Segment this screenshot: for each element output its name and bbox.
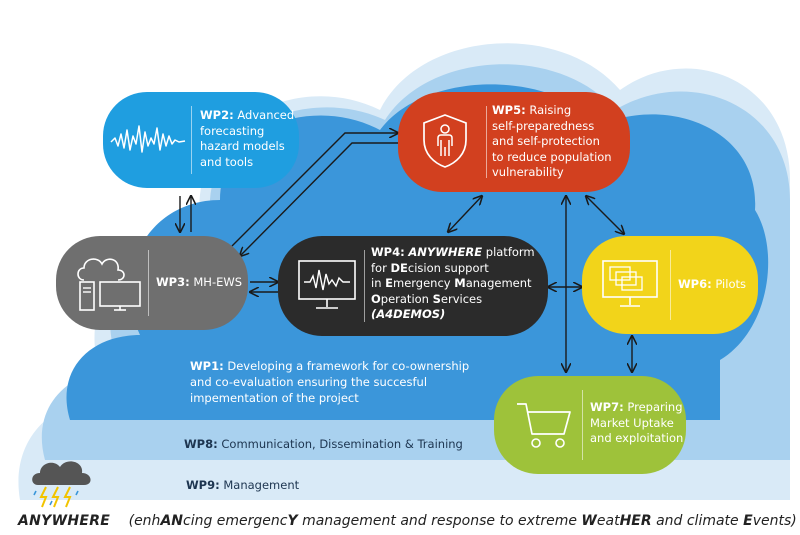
wp2-divider xyxy=(191,106,192,174)
wp4-box: WP4: ANYWHERE platform for DEcision supp… xyxy=(278,236,548,336)
wp2-line-2: forecasting xyxy=(200,123,265,138)
wp2-text: WP2: Advanced forecasting hazard models … xyxy=(200,108,296,170)
wp9-code: WP9: xyxy=(186,478,220,492)
arrow-wp5-to-wp3 xyxy=(240,142,398,256)
wp7-line-2: Market Uptake xyxy=(590,415,674,430)
wp8-code: WP8: xyxy=(184,437,218,451)
wp8-label: WP8: Communication, Dissemination & Trai… xyxy=(184,436,463,452)
tag-3: cing emergenc xyxy=(183,513,288,529)
wp4-l4-c: S xyxy=(432,291,441,306)
wp7-code: WP7: xyxy=(590,400,624,414)
wp9-text: Management xyxy=(223,478,300,492)
tagline: (enhANcing emergencY management and resp… xyxy=(129,513,797,529)
wp5-code: WP5: xyxy=(492,103,526,117)
wp7-text: WP7: Preparing Market Uptake and exploit… xyxy=(590,400,683,447)
wp5-divider xyxy=(486,106,487,178)
brand-name: ANYWHERE xyxy=(18,513,111,529)
wp5-line-3: and self-protection xyxy=(492,134,600,148)
wp3-rest: MH-EWS xyxy=(193,275,243,289)
wp4-italic-name: ANYWHERE xyxy=(408,245,483,259)
wp7-divider xyxy=(582,390,583,460)
wp3-code: WP3: xyxy=(156,275,190,289)
wp1-label: WP1: Developing a framework for co-owner… xyxy=(190,358,469,406)
wp1-line-3: impementation of the project xyxy=(190,391,359,405)
wp2-line-4: and tools xyxy=(200,154,254,169)
wp3-box: WP3: MH-EWS xyxy=(56,236,248,330)
tag-5: management and response to extreme xyxy=(297,513,582,529)
wp4-l5: (A4DEMOS) xyxy=(371,307,446,321)
wp6-code: WP6: xyxy=(678,277,712,291)
tag-1: (enh xyxy=(128,513,161,529)
wp7-line-3: and exploitation xyxy=(590,431,684,445)
wp7-line-1: Preparing xyxy=(627,400,683,414)
wp6-divider xyxy=(670,250,671,320)
wp4-l2-b: DE xyxy=(390,260,408,275)
wp5-line-4: to reduce population xyxy=(492,149,612,164)
wp4-l4-d: ervices xyxy=(440,291,483,306)
wp4-l4-a: O xyxy=(371,291,381,306)
wp4-l1-rest: platform xyxy=(485,245,535,259)
tag-10: E xyxy=(743,513,753,529)
wp4-l3-c: mergency xyxy=(393,276,455,290)
monitor-chart-icon xyxy=(296,258,358,318)
wp3-text: WP3: MH-EWS xyxy=(156,275,242,291)
wp5-line-1: Raising xyxy=(529,103,572,117)
wp4-divider xyxy=(364,250,365,322)
arrow-wp4-wp5 xyxy=(448,196,482,232)
arrow-wp3-to-wp5 xyxy=(231,133,398,247)
wp2-line-3: hazard models xyxy=(200,139,285,153)
wp4-l4-b: peration xyxy=(380,291,433,306)
wp5-text: WP5: Raising self-preparedness and self-… xyxy=(492,103,628,181)
shopping-cart-icon xyxy=(514,400,574,456)
wp4-code: WP4: xyxy=(371,245,405,259)
wp5-line-2: self-preparedness xyxy=(492,118,595,133)
storm-cloud-icon xyxy=(28,455,98,515)
wp2-code: WP2: xyxy=(200,108,234,122)
footer-tagline: ANYWHERE (enhANcing emergencY management… xyxy=(18,513,797,529)
wp4-l3-e: anagement xyxy=(465,276,532,290)
wp4-l3-a: in xyxy=(371,276,386,290)
windows-icon xyxy=(600,258,660,318)
wp4-l3-b: E xyxy=(385,276,393,290)
shield-person-icon xyxy=(420,112,470,174)
wp9-label: WP9: Management xyxy=(186,477,299,493)
tag-8: HER xyxy=(619,513,652,529)
wp1-code: WP1: xyxy=(190,359,224,373)
tag-6: W xyxy=(581,513,597,529)
wp7-box: WP7: Preparing Market Uptake and exploit… xyxy=(494,376,686,474)
wp6-text: WP6: Pilots xyxy=(678,277,746,293)
wp5-line-5: vulnerability xyxy=(492,165,564,179)
wp6-box: WP6: Pilots xyxy=(582,236,758,334)
wp4-l2-a: for xyxy=(371,260,391,275)
tag-2: AN xyxy=(160,513,183,529)
tag-9: and climate xyxy=(651,513,744,529)
wp2-box: WP2: Advanced forecasting hazard models … xyxy=(103,92,299,188)
wp4-l2-c: cision support xyxy=(407,260,489,275)
tag-4: Y xyxy=(287,513,298,529)
cloud-computer-icon xyxy=(74,252,148,318)
wp3-divider xyxy=(148,250,149,316)
arrow-wp5-wp6 xyxy=(586,196,624,234)
wp1-line-2: and co-evaluation ensuring the succesful xyxy=(190,375,428,389)
wp8-text: Communication, Dissemination & Training xyxy=(221,437,463,451)
tag-7: eat xyxy=(596,513,620,529)
wp1-line-1: Developing a framework for co-ownership xyxy=(227,359,470,373)
wp4-text: WP4: ANYWHERE platform for DEcision supp… xyxy=(371,245,535,323)
wp6-rest: Pilots xyxy=(715,277,746,291)
waveform-icon xyxy=(109,116,189,166)
wp2-line-1: Advanced xyxy=(237,108,295,122)
wp4-l3-d: M xyxy=(454,276,466,290)
wp5-box: WP5: Raising self-preparedness and self-… xyxy=(398,92,630,192)
tag-11: vents) xyxy=(752,513,797,529)
